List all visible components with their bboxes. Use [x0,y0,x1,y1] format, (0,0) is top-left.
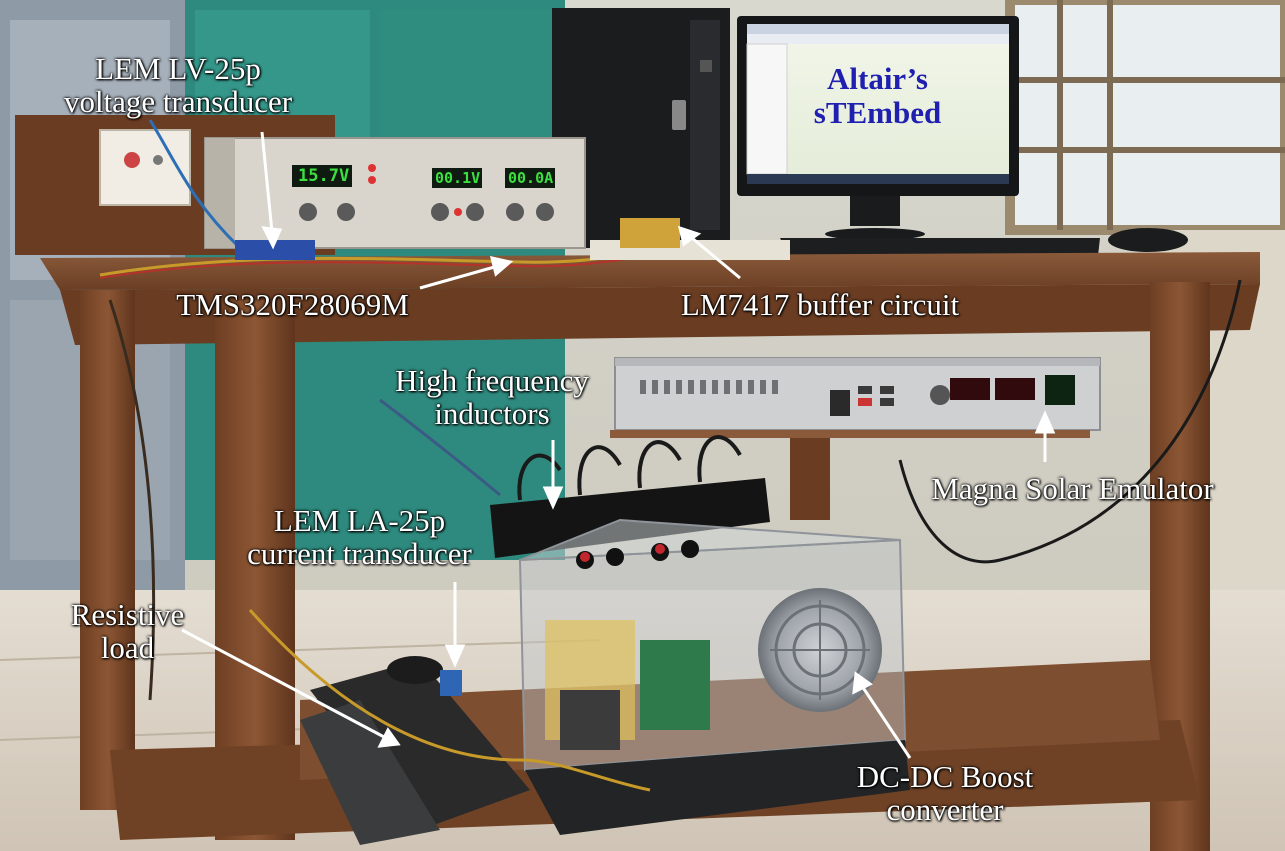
arrowhead [377,727,401,748]
label-magna-solar: Magna Solar Emulator [900,472,1245,505]
arrowhead [677,225,702,247]
resistive-load-tube [300,700,440,845]
label-line: load [100,630,155,665]
label-lem-lv-25p: LEM LV-25p voltage transducer [28,52,328,118]
arrowhead [542,486,564,510]
arrowhead [1034,410,1056,434]
table-apron [60,284,1260,345]
current-transducer [440,670,462,696]
label-line: DC-DC Boost [856,759,1034,794]
monitor-screen [747,24,1009,184]
label-lm7417: LM7417 buffer circuit [650,288,990,321]
label-resistive-load: Resistive load [55,598,200,664]
arrowhead [261,226,283,250]
label-dcdc-boost: DC-DC Boost converter [830,760,1060,826]
annotation-arrows [181,131,1056,759]
converter-base [525,740,910,835]
label-line: voltage transducer [63,84,293,119]
mouse [1108,228,1188,252]
label-lem-la-25p: LEM LA-25p current transducer [222,504,497,570]
control-board [640,640,710,730]
screen-label-line: sTEmbed [813,95,942,130]
psu-voltage-readout: 15.7V [298,166,350,186]
label-tms320: TMS320F28069M [155,288,430,321]
arrowhead [444,644,466,668]
screen-label-line: Altair’s [827,61,928,96]
transformer [620,218,680,248]
psu-voltage-readout-2: 00.1V [435,169,481,187]
label-hf-inductors: High frequency inductors [372,364,612,430]
arrow-resistive [181,628,387,740]
label-line: Resistive [70,597,185,632]
arrow-dcdc [860,685,912,759]
screen-label-altair: Altair’s sTEmbed [790,62,965,130]
heatsink [560,690,620,750]
ti-launchpad [235,240,315,260]
psu-current-readout: 00.0A [508,169,554,187]
resistive-load [310,660,530,830]
label-line: LEM LA-25p [273,503,446,538]
window [1010,0,1285,230]
dc-power-supply [204,137,586,249]
psu-display-voltage-2 [432,168,482,188]
label-line: TMS320F28069M [176,287,409,322]
psu-display-voltage [292,165,352,187]
arrow-tms [419,264,499,290]
label-line: LM7417 buffer circuit [680,287,960,322]
emulator-display-status [1045,375,1075,405]
emulator-display-current [995,378,1035,400]
label-line: inductors [434,396,550,431]
label-line: Magna Solar Emulator [931,471,1214,506]
monitor-stand [850,196,900,226]
label-line: LEM LV-25p [95,51,261,86]
table-leg [80,290,135,810]
arrowhead [852,671,873,695]
arrow-lem-lv [260,131,274,233]
arrow-lm7417 [691,236,741,280]
emulator-display-voltage [950,378,990,400]
label-line: High frequency [395,363,589,398]
wall-socket [99,129,191,206]
lower-shelf-surface [300,660,1160,780]
arrowhead [489,256,514,277]
psu-display-current [505,168,555,188]
label-line: current transducer [247,536,472,571]
label-line: converter [886,792,1004,827]
keyboard [780,238,1100,258]
inductor-bank [490,478,770,558]
